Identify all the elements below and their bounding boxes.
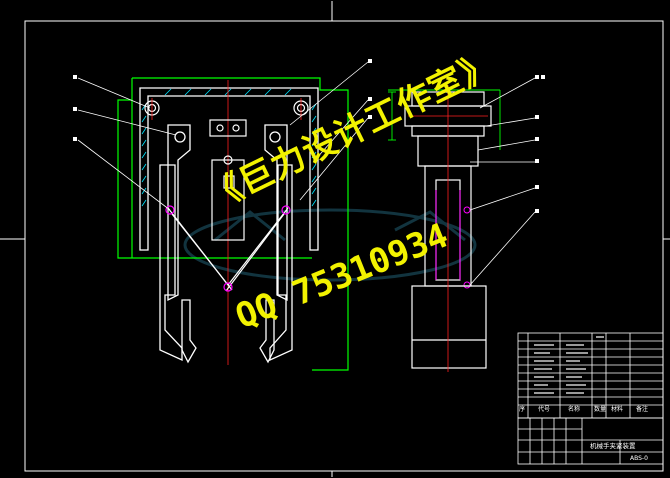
header-col-1: 序 bbox=[519, 405, 525, 413]
title-block bbox=[517, 417, 664, 465]
housing-outline bbox=[117, 77, 349, 371]
clamp-arm-left bbox=[159, 124, 191, 362]
ghost-logo-watermark bbox=[183, 208, 477, 282]
side-lower-body bbox=[411, 285, 487, 369]
header-col-5: 材料 bbox=[611, 405, 623, 413]
gripper-jaws bbox=[181, 299, 275, 364]
linkages bbox=[167, 207, 289, 292]
header-col-3: 名称 bbox=[568, 405, 580, 413]
parts-list-fill bbox=[534, 336, 604, 394]
header-col-2: 代号 bbox=[538, 405, 550, 413]
title-block-text: 序 代号 名称 数量 材料 备注 机械手夹紧装置 ABS-0 bbox=[519, 405, 648, 462]
leader-lines-right bbox=[469, 77, 536, 286]
clamp-arm-right bbox=[264, 124, 293, 362]
callout-ticks bbox=[73, 59, 372, 141]
parts-list bbox=[517, 332, 664, 419]
drawing-title: 机械手夹紧装置 bbox=[590, 441, 636, 450]
front-view bbox=[73, 59, 372, 371]
side-axis bbox=[408, 85, 488, 372]
header-col-6: 备注 bbox=[636, 405, 648, 413]
leader-lines-left bbox=[77, 61, 369, 211]
side-view bbox=[388, 75, 545, 372]
center-block bbox=[209, 119, 247, 241]
drawing-number: ABS-0 bbox=[630, 455, 648, 462]
pivot-pins bbox=[165, 205, 291, 292]
callout-ticks-right bbox=[535, 75, 545, 213]
side-dimensions bbox=[388, 89, 501, 150]
header-col-4: 数量 bbox=[594, 405, 606, 413]
top-bracket bbox=[139, 87, 319, 251]
